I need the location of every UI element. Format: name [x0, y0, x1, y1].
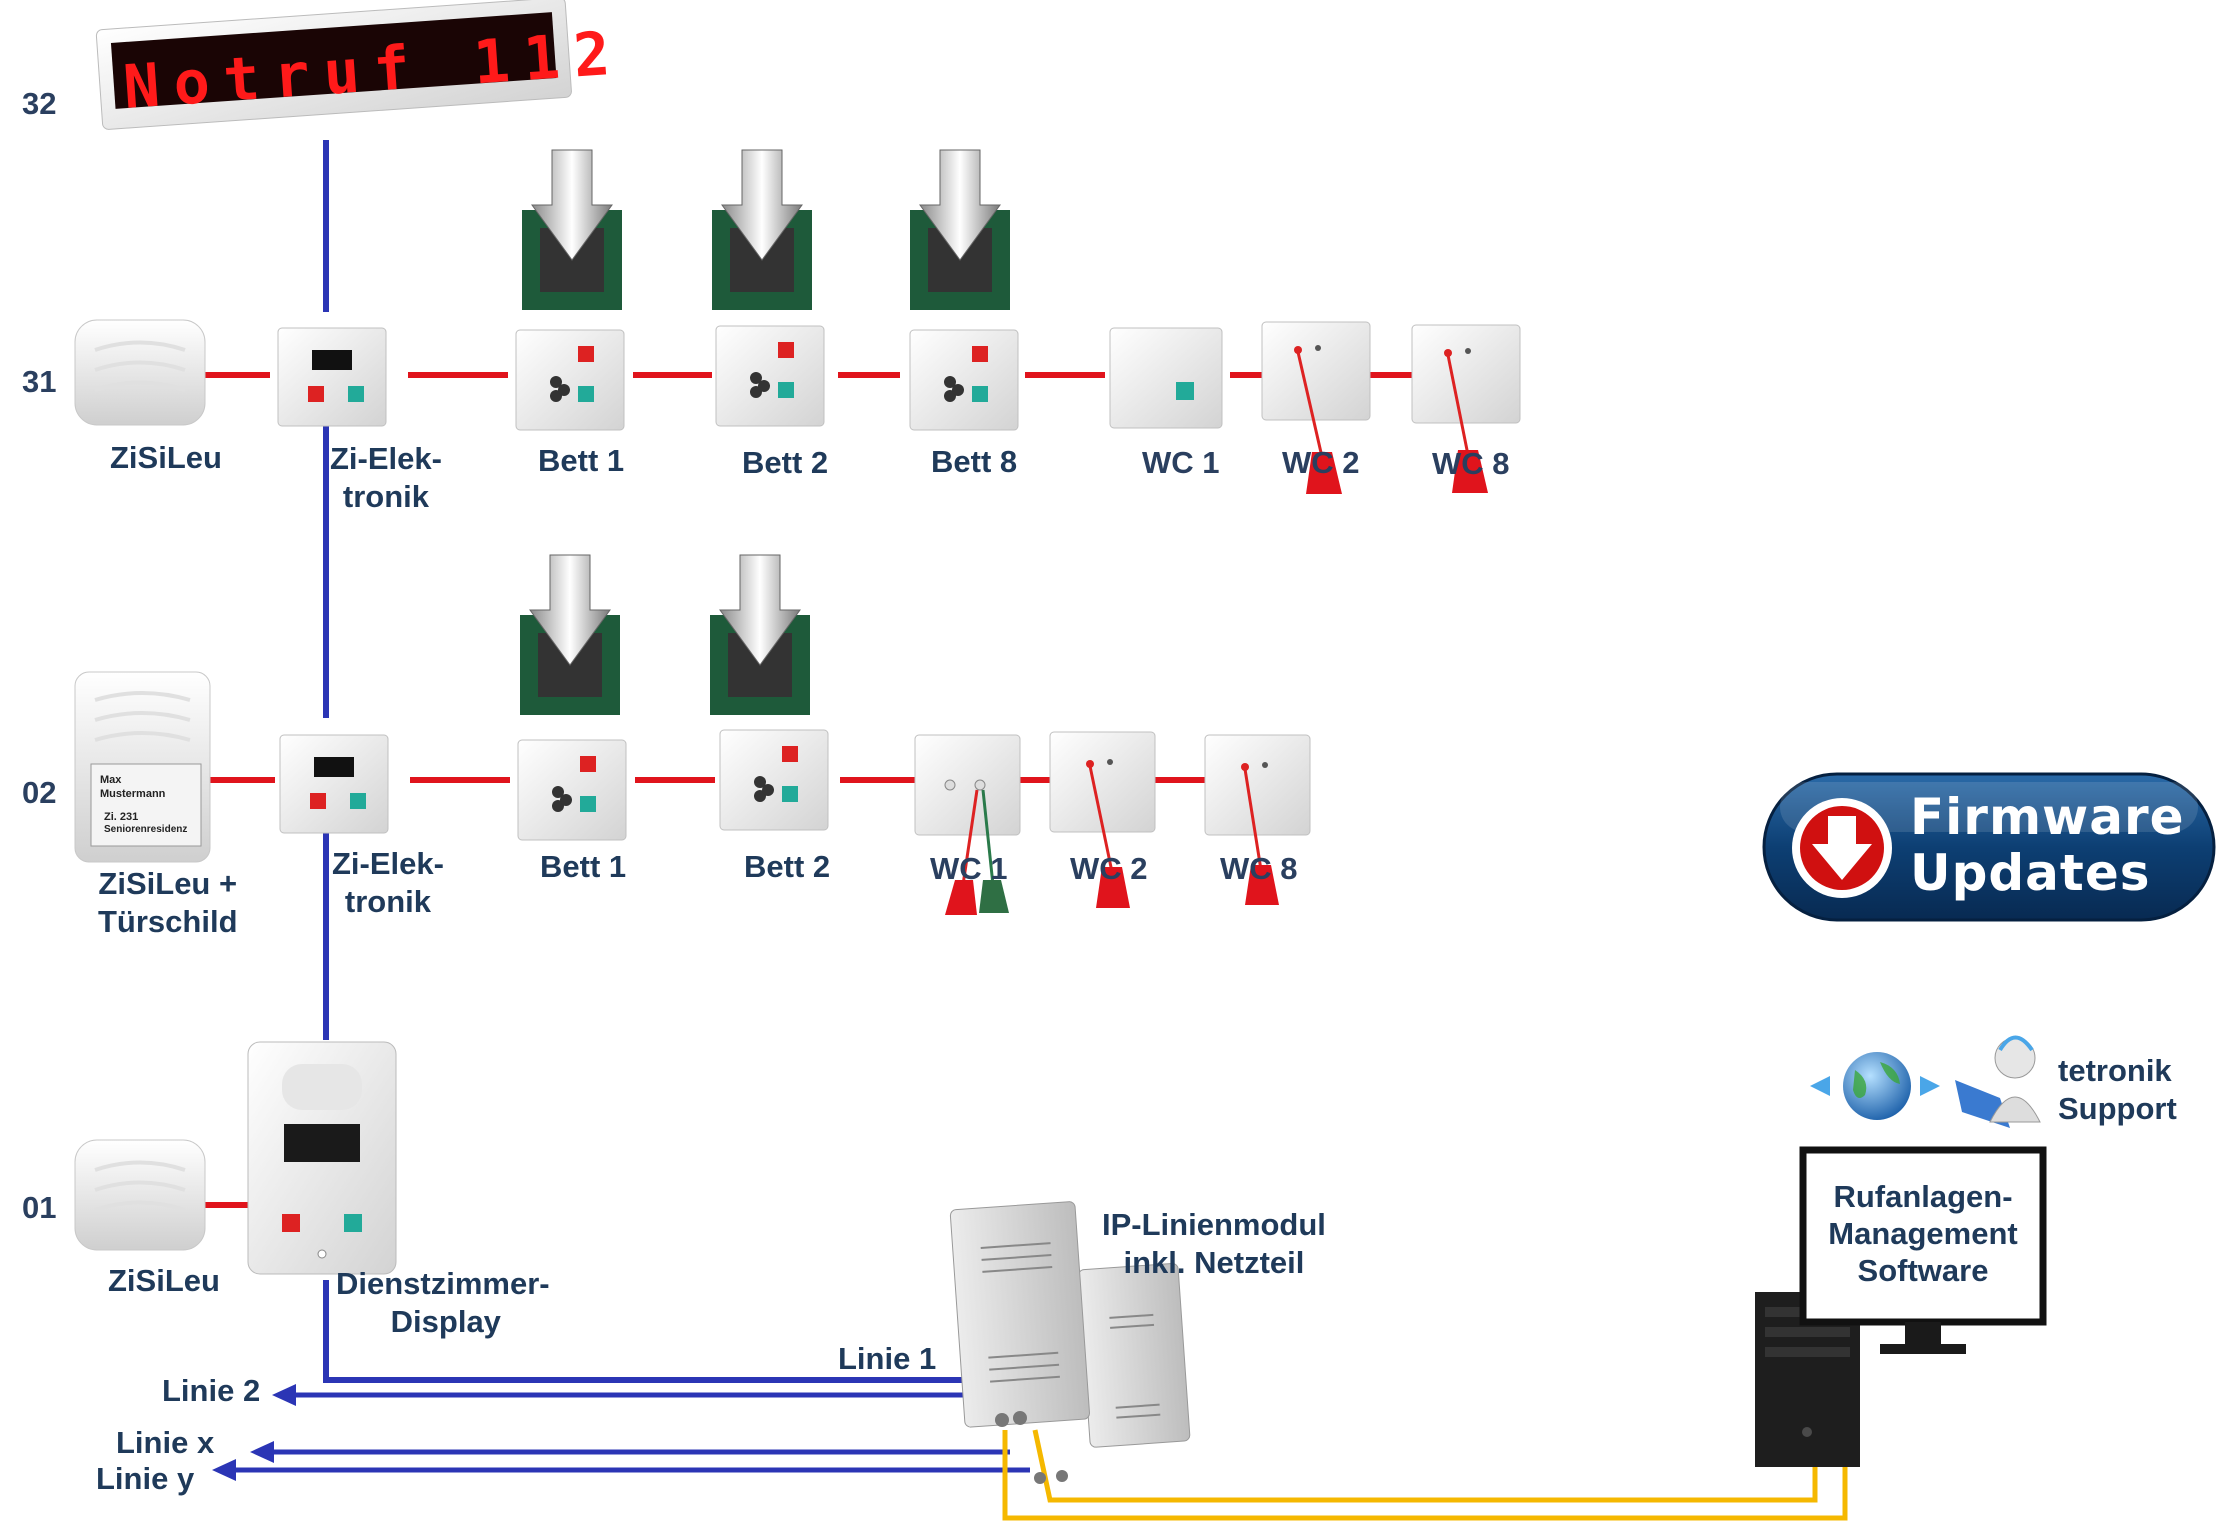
linie-1-label: Linie 1: [838, 1341, 937, 1376]
chip-row02-bett2: [710, 554, 810, 715]
ip-linienmodul-device: [949, 1201, 1191, 1484]
zi-elektronik-02: [279, 734, 389, 834]
linie-2-label: Linie 2: [162, 1373, 261, 1408]
wc2-pullcord-02: [1049, 731, 1156, 908]
zi-elektronik-31: [277, 327, 387, 427]
chip-row02-bett1: [520, 554, 620, 715]
wc1-label-31: WC 1: [1142, 445, 1220, 480]
bus-wiring: [212, 140, 1030, 1481]
ip-linienmodul-label-line2: inkl. Netzteil: [1123, 1245, 1305, 1280]
zi-elektronik-label-02-line2: tronik: [344, 884, 432, 919]
door-sign-place: Seniorenresidenz: [104, 824, 187, 835]
software-label-line1: Rufanlagen-: [1833, 1179, 2013, 1214]
level-label-32: 32: [22, 86, 57, 121]
door-sign-name1: Max: [100, 774, 122, 786]
linie-x-label: Linie x: [116, 1425, 215, 1460]
zi-elektronik-label-31: Zi-Elek- tronik: [330, 440, 442, 516]
level-label-01: 01: [22, 1190, 57, 1225]
linie-y-arrow: [212, 1459, 236, 1481]
firmware-updates-line2: Updates: [1910, 844, 2151, 902]
bett8-terminal-31: [909, 329, 1019, 431]
software-label-line2: Management: [1828, 1216, 2018, 1251]
bett2-terminal-31: [715, 325, 825, 427]
zisileu-doorsign-label-02: ZiSiLeu + Türschild: [98, 865, 238, 941]
zi-elektronik-label-02-line1: Zi-Elek-: [332, 846, 444, 881]
bett2-label-31: Bett 2: [742, 445, 829, 480]
zisileu-label-31: ZiSiLeu: [110, 440, 222, 475]
chip-row31-bett1: [522, 149, 622, 310]
software-label-line3: Software: [1857, 1253, 1989, 1288]
bett1-label-31: Bett 1: [538, 443, 625, 478]
wc8-pullcord-31: [1411, 324, 1521, 493]
bett2-terminal-02: [719, 729, 829, 831]
wc1-pullcord-02: [914, 734, 1021, 915]
dienstzimmer-display-label: Dienstzimmer- Display: [336, 1265, 550, 1341]
dienstzimmer-display-label-line1: Dienstzimmer-: [336, 1266, 550, 1301]
linie-2-arrow: [272, 1384, 296, 1406]
ip-linienmodul-label: IP-Linienmodul inkl. Netzteil: [1102, 1206, 1326, 1282]
wc2-pullcord-31: [1261, 321, 1371, 494]
ip-wiring: [1002, 1429, 1848, 1521]
bett8-label-31: Bett 8: [931, 444, 1018, 479]
notruf-display: [95, 0, 572, 130]
monitor: [1799, 1146, 2047, 1354]
bett1-terminal-31: [515, 329, 625, 431]
support-label: tetronik Support: [2058, 1052, 2177, 1128]
level-label-31: 31: [22, 364, 57, 399]
door-sign-room: Zi. 231: [104, 811, 138, 823]
download-arrow-icon: [1792, 798, 1892, 898]
support-label-line2: Support: [2058, 1091, 2177, 1126]
chip-row31-bett2: [712, 149, 812, 310]
wc1-button-31: [1109, 327, 1223, 429]
zisileu-doorsign-label-02-line2: Türschild: [98, 904, 238, 939]
wc2-label-31: WC 2: [1282, 445, 1360, 480]
wc8-label-02: WC 8: [1220, 851, 1298, 886]
wc1-label-02: WC 1: [930, 851, 1008, 886]
linie-1-wire: [323, 1280, 975, 1383]
door-sign-text: Max Mustermann Zi. 231 Seniorenresidenz: [100, 774, 187, 835]
ip-linienmodul-label-line1: IP-Linienmodul: [1102, 1207, 1326, 1242]
dienstzimmer-display-device: [247, 1041, 397, 1275]
dienstzimmer-display-label-line2: Display: [390, 1304, 501, 1339]
wc2-label-02: WC 2: [1070, 851, 1148, 886]
linie-x-arrow: [250, 1441, 274, 1463]
support-label-line1: tetronik: [2058, 1053, 2172, 1088]
wc8-label-31: WC 8: [1432, 446, 1510, 481]
zisileu-doorsign-02: [74, 671, 211, 863]
zi-elektronik-label-02: Zi-Elek- tronik: [332, 845, 444, 921]
zi-elektronik-label-31-line2: tronik: [342, 479, 430, 514]
support-icon: [1810, 1035, 2041, 1128]
firmware-updates-button[interactable]: Firmware Updates: [1762, 772, 2216, 924]
chip-row31-bett8: [910, 149, 1010, 310]
bett2-label-02: Bett 2: [744, 849, 831, 884]
linie-y-label: Linie y: [96, 1461, 195, 1496]
software-label: Rufanlagen- Management Software: [1810, 1178, 2036, 1289]
door-sign-name2: Mustermann: [100, 788, 166, 800]
level-label-02: 02: [22, 775, 57, 810]
zisileu-sensor-01: [74, 1139, 206, 1251]
bett1-terminal-02: [517, 739, 627, 841]
wc8-pullcord-02: [1204, 734, 1311, 905]
bett1-label-02: Bett 1: [540, 849, 627, 884]
zisileu-label-01: ZiSiLeu: [108, 1263, 220, 1298]
zi-elektronik-label-31-line1: Zi-Elek-: [330, 441, 442, 476]
firmware-updates-line1: Firmware: [1910, 788, 2185, 846]
zisileu-sensor-31: [74, 319, 206, 426]
firmware-chips: [520, 149, 1010, 715]
zisileu-doorsign-label-02-line1: ZiSiLeu +: [98, 866, 238, 901]
